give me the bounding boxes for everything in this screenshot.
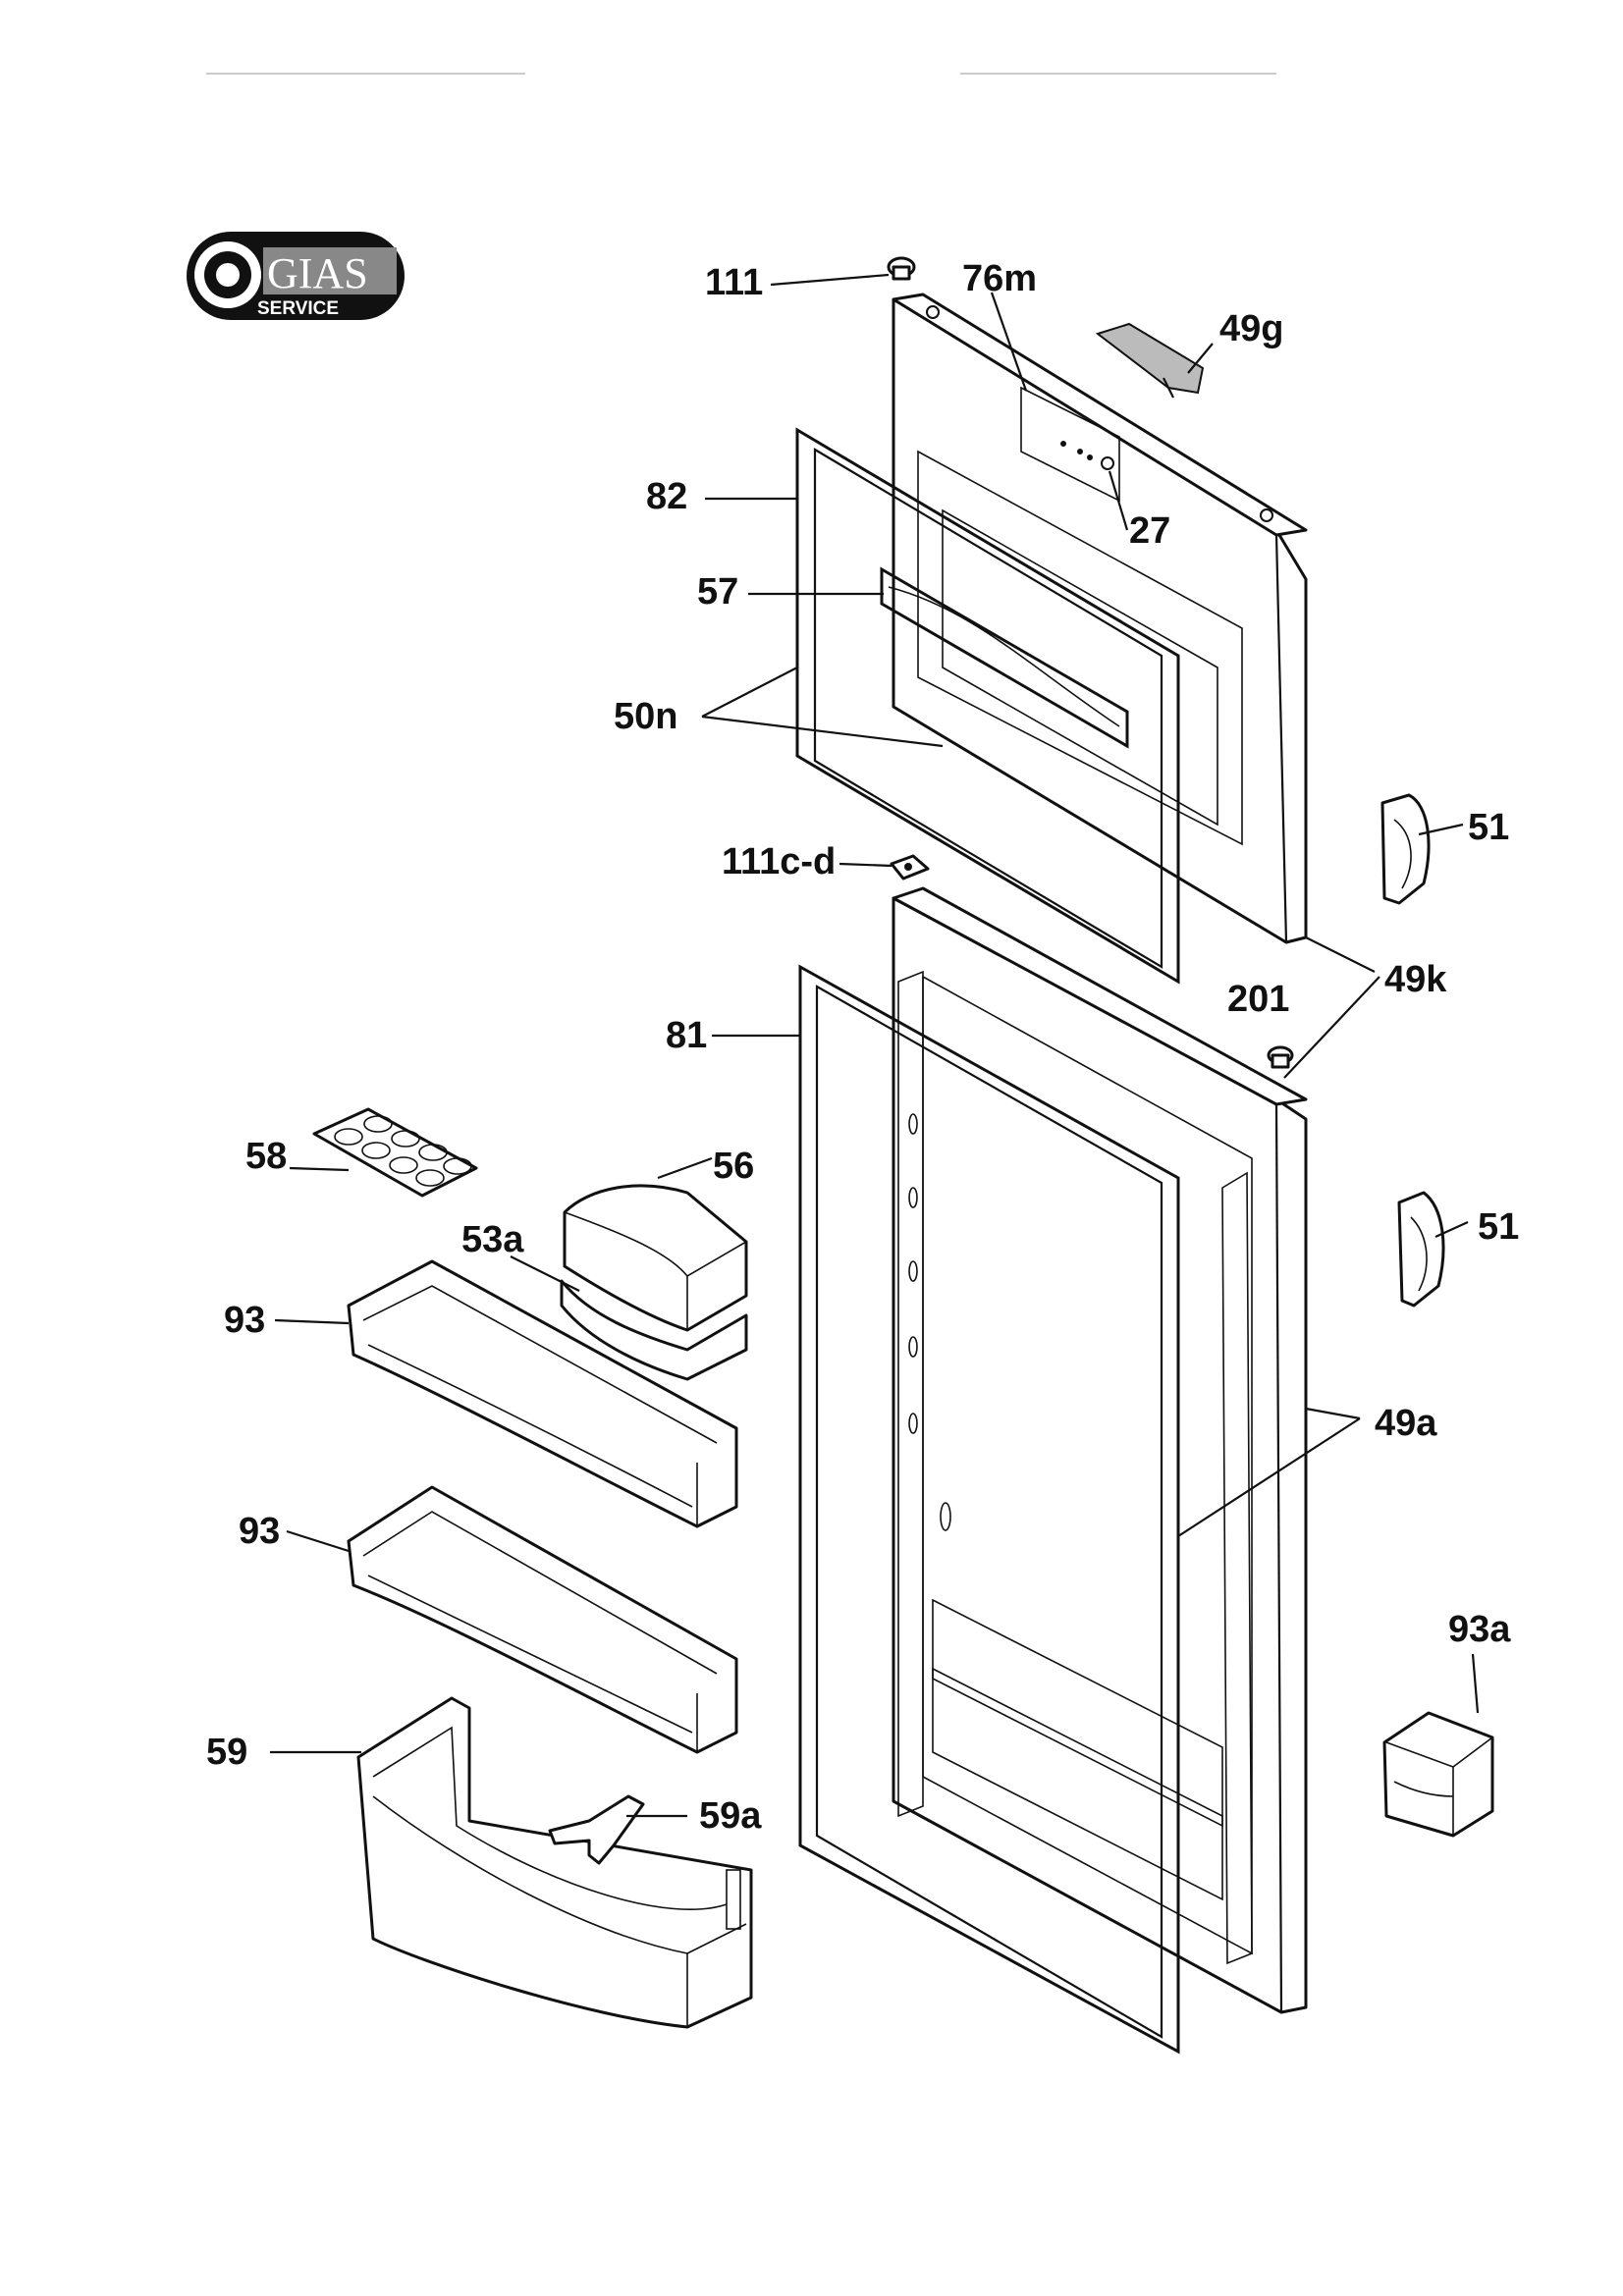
callout-93-upper: 93 bbox=[224, 1300, 265, 1341]
callout-57: 57 bbox=[697, 571, 738, 613]
bottle-retainer-59a bbox=[548, 1794, 645, 1865]
fridge-door-gasket-81 bbox=[798, 964, 1180, 2055]
egg-tray-58 bbox=[312, 1107, 478, 1198]
inner-panel-57 bbox=[880, 566, 1129, 749]
door-shelf-93-lower bbox=[347, 1485, 738, 1754]
callout-93a: 93a bbox=[1448, 1609, 1511, 1650]
callout-56: 56 bbox=[713, 1146, 754, 1187]
callout-111c-d: 111c-d bbox=[722, 841, 836, 882]
hinge-111c-d bbox=[890, 854, 930, 881]
callout-59: 59 bbox=[206, 1732, 247, 1773]
pin-111 bbox=[887, 256, 916, 281]
logo-subtitle-text: SERVICE bbox=[257, 298, 339, 319]
door-handle-51-upper bbox=[1380, 793, 1431, 905]
freezer-door-49k bbox=[892, 293, 1308, 944]
callout-50n: 50n bbox=[614, 696, 677, 737]
callout-58: 58 bbox=[245, 1136, 287, 1177]
callout-27: 27 bbox=[1129, 510, 1170, 552]
callout-59a: 59a bbox=[699, 1795, 762, 1837]
door-shelf-93-upper bbox=[347, 1259, 738, 1528]
callout-53a: 53a bbox=[461, 1219, 524, 1260]
callout-201: 201 bbox=[1227, 979, 1289, 1020]
callout-49g: 49g bbox=[1219, 308, 1283, 349]
callout-111: 111 bbox=[705, 262, 763, 303]
callout-51-lower: 51 bbox=[1478, 1206, 1519, 1248]
gias-service-logo: GIAS SERVICE bbox=[187, 232, 405, 320]
pin-201 bbox=[1267, 1045, 1294, 1069]
callout-49k: 49k bbox=[1384, 959, 1447, 1000]
handle-cover-49g bbox=[1095, 322, 1205, 399]
callout-76m: 76m bbox=[962, 258, 1037, 299]
callout-81: 81 bbox=[666, 1015, 707, 1056]
small-compartment-93a bbox=[1382, 1711, 1494, 1838]
callout-51-upper: 51 bbox=[1468, 807, 1509, 848]
fridge-door-49a bbox=[892, 886, 1308, 2014]
leader-lines bbox=[270, 273, 1480, 1818]
freezer-door-gasket-82 bbox=[795, 427, 1180, 985]
door-handle-51-lower bbox=[1397, 1191, 1445, 1308]
bottle-shelf-59 bbox=[356, 1696, 753, 2029]
callout-93-lower: 93 bbox=[239, 1511, 280, 1552]
callout-49a: 49a bbox=[1375, 1403, 1437, 1444]
dairy-compartment-56 bbox=[563, 1184, 748, 1332]
dairy-compartment-base-53a bbox=[560, 1279, 748, 1381]
callout-82: 82 bbox=[646, 476, 687, 517]
logo-brand-text: GIAS bbox=[267, 249, 368, 297]
